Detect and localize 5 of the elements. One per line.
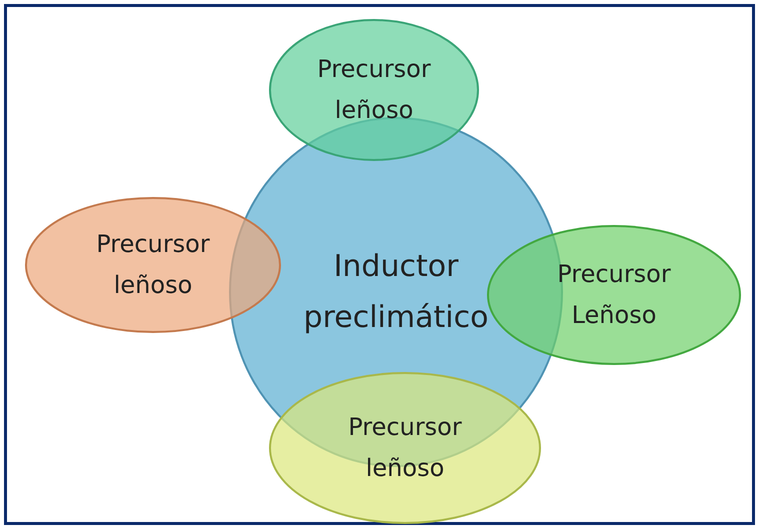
node-label: Precursor leñoso (347, 412, 463, 484)
node-label: Precursor leñoso (95, 229, 211, 301)
node-label: Precursor Leñoso (556, 259, 672, 331)
node-label: Inductor preclimático (302, 248, 490, 337)
node-label: Precursor leñoso (316, 54, 432, 126)
